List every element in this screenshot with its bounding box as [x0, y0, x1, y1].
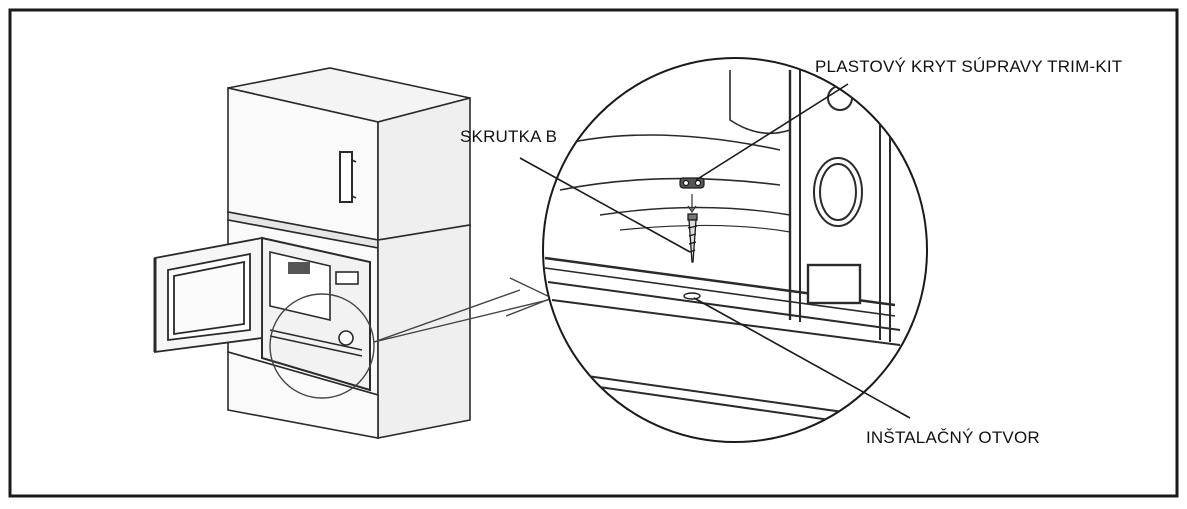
- leader-lines: [519, 83, 911, 419]
- screw-b-label: SKRUTKA B: [460, 127, 558, 146]
- detail-source-circle: [269, 293, 375, 399]
- installation-hole-part: [683, 292, 701, 300]
- trim-kit-cover-label: PLASTOVÝ KRYT SÚPRAVY TRIM-KIT: [815, 57, 1123, 76]
- installation-hole-label: INŠTALAČNÝ OTVOR: [866, 428, 1040, 447]
- microwave-door: [153, 236, 263, 354]
- diagram-frame: [8, 8, 1179, 498]
- trim-kit-cover-part: [679, 177, 705, 189]
- cabinet: [227, 67, 471, 439]
- screw-b-part: [687, 213, 698, 263]
- zoom-detail: [542, 57, 928, 443]
- insert-arrow: [687, 194, 697, 214]
